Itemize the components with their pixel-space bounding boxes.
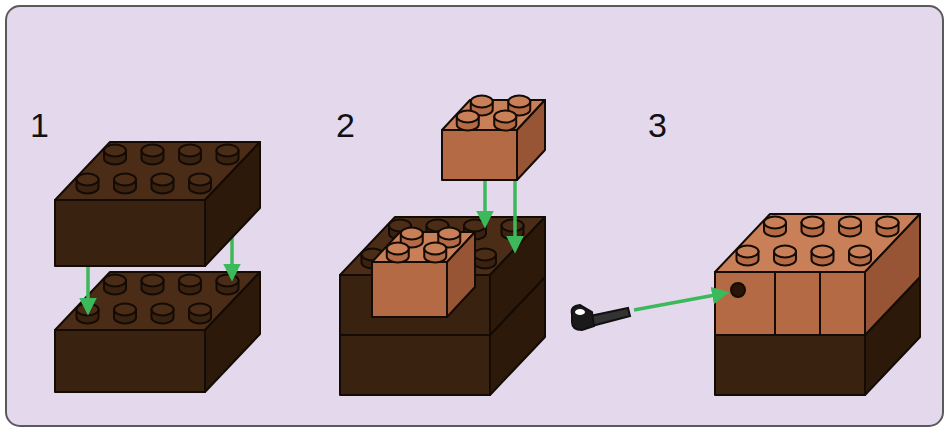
pin-highlight (575, 309, 585, 315)
brick-side (205, 272, 260, 392)
step-number: 2 (336, 108, 355, 142)
brick-side (490, 217, 545, 335)
brick-side (205, 142, 260, 266)
brick-stud-top (508, 96, 530, 108)
brick-front (715, 335, 865, 395)
brick-stud-top (217, 275, 239, 287)
brick-stud-top (502, 220, 524, 232)
pin-head (572, 305, 594, 330)
brick-stud-top (877, 217, 899, 229)
brick-stud-top (802, 217, 824, 229)
bricks (55, 96, 920, 396)
brick-stud-top (114, 304, 136, 316)
brick-stud-top (189, 174, 211, 186)
brick-stud-top (494, 111, 516, 123)
green-arrow (634, 293, 726, 310)
brick-stud-top (152, 174, 174, 186)
brick-stud-top (104, 145, 126, 157)
brick-seam (819, 272, 821, 335)
brick-stud-top (179, 145, 201, 157)
panel-ground (6, 6, 943, 426)
brick-stud-top (812, 246, 834, 258)
brick-front (55, 330, 205, 392)
brick-stud-top (457, 111, 479, 123)
brick-front (55, 200, 205, 266)
brick-stud-top (142, 145, 164, 157)
brick-stud-top (217, 145, 239, 157)
brick-stud-top (104, 275, 126, 287)
step-number: 3 (648, 108, 667, 142)
brick-stud-top (114, 174, 136, 186)
brick-stud-top (189, 304, 211, 316)
brick-stud-top (471, 96, 493, 108)
brick-stud-top (424, 243, 446, 255)
brick-front (442, 130, 517, 180)
brick-stud-top (152, 304, 174, 316)
brick-stud-top (737, 246, 759, 258)
brick-stud-top (179, 275, 201, 287)
brick-stud-top (438, 228, 460, 240)
brick-stud-top (387, 243, 409, 255)
brick-stud-top (849, 246, 871, 258)
step-number: 1 (30, 108, 49, 142)
brick-stud-top (464, 220, 486, 232)
brick-stud-top (774, 246, 796, 258)
pin-shaft (590, 308, 630, 326)
brick-side (865, 214, 920, 335)
brick-front (340, 335, 490, 395)
brick-front (372, 262, 447, 317)
brick-front (715, 272, 865, 335)
brick-stud-top (401, 228, 423, 240)
pin-hole (731, 283, 745, 297)
brick-stud-top (77, 174, 99, 186)
brick-stud-top (839, 217, 861, 229)
brick-stud-top (474, 249, 496, 261)
brick-stud-top (764, 217, 786, 229)
brick-seam (774, 272, 776, 335)
brick-stud-top (142, 275, 164, 287)
